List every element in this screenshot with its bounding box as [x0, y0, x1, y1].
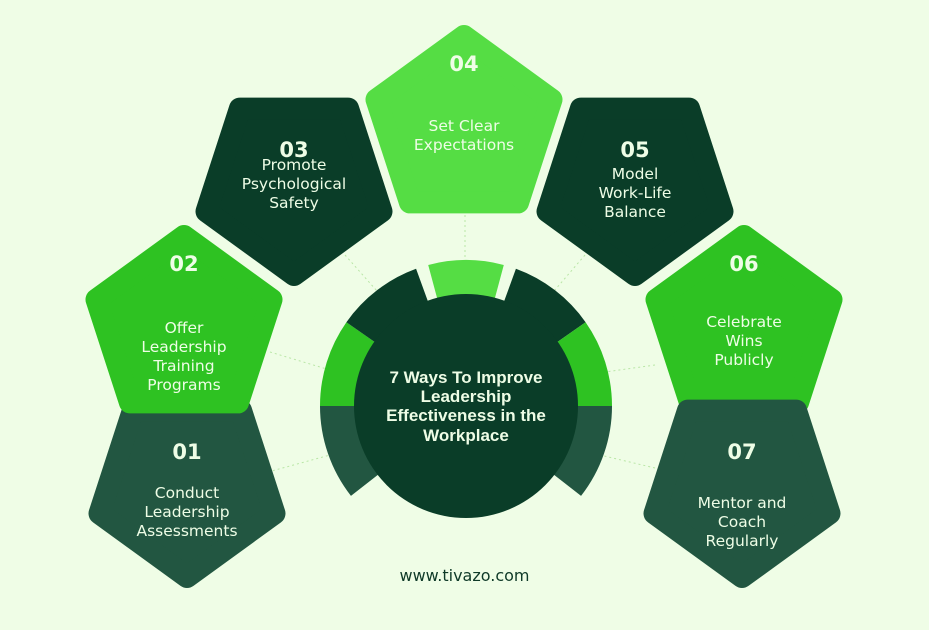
step-label-line: Expectations	[414, 136, 514, 154]
step-label-line: Regularly	[706, 532, 779, 550]
connector-02	[269, 351, 331, 371]
pentagon-shape-02	[85, 225, 283, 414]
connector-07	[599, 454, 656, 469]
step-label-line: Psychological	[242, 175, 346, 193]
step-number: 06	[729, 252, 758, 276]
step-label-line: Training	[152, 357, 214, 375]
step-label-line: Balance	[604, 203, 666, 221]
step-label-line: Coach	[718, 513, 766, 531]
center-title-line-2: Leadership	[421, 387, 512, 406]
ring-segment-01	[320, 406, 388, 496]
step-label-line: Leadership	[141, 338, 226, 356]
step-label-line: Leadership	[144, 503, 229, 521]
pentagon-shape-03	[195, 97, 393, 286]
pentagon-shape-04	[365, 25, 563, 214]
step-label-line: Promote	[262, 156, 327, 174]
step-number: 04	[449, 52, 478, 76]
ring-segment-05	[500, 268, 586, 349]
center-title: 7 Ways To Improve Leadership Effectivene…	[386, 368, 546, 445]
step-label-line: Offer	[165, 319, 204, 337]
step-label-line: Set Clear	[429, 117, 501, 135]
pentagon-shape-05	[536, 97, 734, 286]
center-title-line-1: 7 Ways To Improve	[389, 368, 542, 387]
step-label-line: Mentor and	[698, 494, 787, 512]
step-label-line: Wins	[725, 332, 762, 350]
center-circle	[354, 294, 578, 518]
step-label-line: Programs	[147, 376, 220, 394]
center-title-line-3: Effectiveness in the	[386, 406, 546, 425]
step-number: 02	[169, 252, 198, 276]
connector-06	[604, 364, 656, 373]
ring-segment-03	[346, 268, 432, 349]
step-number: 07	[727, 440, 756, 464]
step-number: 03	[279, 138, 308, 162]
step-label-line: Model	[612, 165, 659, 183]
step-label-line: Safety	[269, 194, 319, 212]
pentagon-shape-07	[643, 399, 841, 588]
step-pentagons: 01ConductLeadershipAssessments02OfferLea…	[85, 25, 843, 588]
step-label-line: Celebrate	[706, 313, 782, 331]
step-label-line: Assessments	[136, 522, 237, 540]
step-label-line: Conduct	[155, 484, 219, 502]
connector-01	[267, 454, 331, 473]
center-title-line-4: Workplace	[423, 426, 509, 445]
step-label-line: Work-Life	[599, 184, 672, 202]
step-number: 05	[620, 138, 649, 162]
ring-segment-07	[544, 406, 612, 496]
step-label-line: Publicly	[714, 351, 773, 369]
website-footer[interactable]: www.tivazo.com	[399, 566, 530, 585]
step-number: 01	[172, 440, 201, 464]
